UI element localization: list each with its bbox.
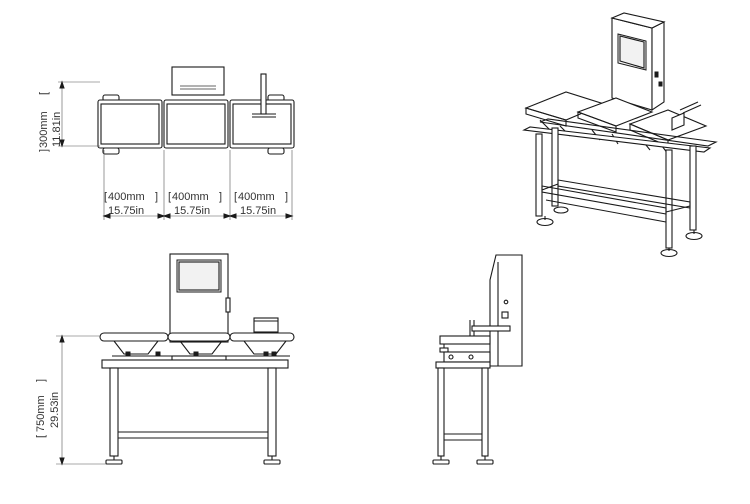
side-view-column: [489, 254, 523, 367]
top-view-belt-1: [97, 99, 163, 149]
svg-text:]: ]: [219, 191, 222, 203]
front-height-imperial: 29.53in: [49, 392, 61, 428]
seg2-metric: 400mm: [172, 191, 209, 203]
front-view-belt-2: [167, 332, 231, 342]
front-view-belt-3: [229, 332, 295, 342]
seg2-imperial: 15.75in: [174, 205, 210, 217]
svg-text:]: ]: [285, 191, 288, 203]
front-height-metric: 750mm: [35, 395, 47, 432]
top-view: 300mm 11.81in [ ] [ 400mm ] 15.75in [ 40…: [38, 66, 295, 220]
seg1-metric: 400mm: [108, 191, 145, 203]
top-view-control-box: [171, 66, 225, 96]
side-view: [432, 254, 523, 465]
svg-text:[: [: [35, 435, 47, 438]
iso-touch-screen: [617, 33, 647, 71]
side-view-belt: [439, 335, 491, 345]
front-view-screen: [176, 259, 222, 293]
isometric-view: [522, 12, 718, 258]
top-height-metric: 300mm: [38, 111, 50, 148]
svg-text:]: ]: [38, 149, 50, 152]
front-view: 750mm 29.53in [ ]: [35, 253, 295, 466]
svg-text:]: ]: [35, 379, 47, 382]
svg-text:[: [: [38, 92, 50, 95]
seg3-imperial: 15.75in: [240, 205, 276, 217]
svg-text:[: [: [234, 191, 237, 203]
svg-text:]: ]: [155, 191, 158, 203]
svg-text:[: [: [104, 191, 107, 203]
seg3-metric: 400mm: [238, 191, 275, 203]
top-view-rejector: [260, 73, 267, 115]
front-view-product: [253, 317, 279, 333]
svg-text:[: [: [168, 191, 171, 203]
front-view-frame-top: [101, 359, 289, 369]
top-view-belt-2: [163, 99, 229, 149]
top-height-imperial: 11.81in: [51, 112, 63, 147]
iso-frame-top-rail: [522, 126, 712, 153]
seg1-imperial: 15.75in: [108, 205, 144, 217]
front-view-belt-1: [99, 332, 169, 342]
